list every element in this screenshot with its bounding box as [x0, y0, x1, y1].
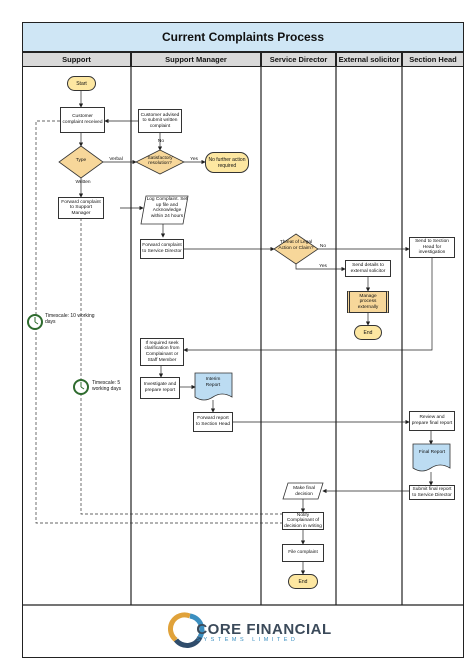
start-terminator: Start [67, 76, 96, 91]
lane-header-support-manager: Support Manager [131, 52, 261, 67]
footer-logo: CORE FINANCIAL SYSTEMS LIMITED [22, 605, 464, 658]
no-further-action: No further action required [205, 152, 249, 173]
final-report-doc [412, 443, 451, 472]
interim-report-doc [194, 372, 233, 401]
satisfactory-label: Satisfactory resolution? [147, 156, 173, 166]
yes2-label: Yes [319, 264, 327, 269]
verbal-label: Verbal [109, 157, 123, 162]
review-final-box: Review and prepare final report [409, 411, 455, 431]
yes-label: Yes [190, 157, 198, 162]
investigate-box: Investigate and prepare report [140, 377, 180, 399]
manage-externally-box: Manage process externally [347, 291, 389, 313]
lane-header-section-head: Section Head [402, 52, 464, 67]
forward-service-director-box: Forward complaint to Service Director [140, 239, 184, 259]
no2-label: No [319, 244, 327, 249]
type-label: Type [75, 158, 87, 163]
lane-header-support: Support [22, 52, 131, 67]
advised-written-box: Customer advised to submit written compl… [138, 109, 182, 133]
submit-final-box: Submit final report to Service Director [409, 485, 455, 500]
make-final-shape [282, 482, 324, 500]
timescale-10-days: Timescale: 10 working days [45, 313, 95, 325]
lane-header-external-solicitor: External solicitor [336, 52, 402, 67]
seek-clarification-box: If required seek clarification from Comp… [140, 338, 184, 366]
clock-icons [27, 314, 89, 395]
lane-dividers [22, 67, 464, 606]
timescale-5-days: Timescale: 5 working days [92, 380, 122, 392]
file-complaint-box: File complaint [282, 544, 324, 562]
make-final-label: Make final decision [293, 486, 315, 497]
logo-name: CORE FINANCIAL [196, 620, 332, 638]
no-label: No [157, 139, 165, 144]
send-external-box: Send details to external solicitor [345, 260, 391, 277]
interim-report-label: Interim Report [205, 377, 221, 388]
logo-subtitle: SYSTEMS LIMITED [196, 636, 299, 643]
final-report-label: Final Report [418, 450, 446, 455]
log-complaint-shape [140, 195, 189, 225]
customer-complaint-box: Customer complaint received [60, 107, 105, 133]
forward-report-box: Forward report to Section Head [193, 412, 233, 432]
logo-text: CORE FINANCIAL SYSTEMS LIMITED [196, 621, 331, 643]
end-main-terminator: End [288, 574, 318, 589]
send-section-head-box: Send to Section Head for investigation [409, 237, 455, 258]
written-label: Written [75, 180, 91, 185]
lane-header-service-director: Service Director [261, 52, 336, 67]
log-complaint-label: Log Complaint. Set up file and Acknowled… [146, 197, 188, 219]
end-external-terminator: End [354, 325, 382, 340]
logo-mark-icon [168, 612, 205, 648]
threat-legal-label: Threat of Legal Action or Claim? [278, 240, 314, 251]
diagram-title: Current Complaints Process [22, 22, 464, 52]
logo-spacer [154, 614, 190, 650]
forward-support-manager-box: Forward complaint to Support Manager [58, 197, 104, 219]
satisfactory-decision [135, 149, 185, 175]
notify-box: Notify Complainant of decision in writin… [282, 512, 324, 530]
